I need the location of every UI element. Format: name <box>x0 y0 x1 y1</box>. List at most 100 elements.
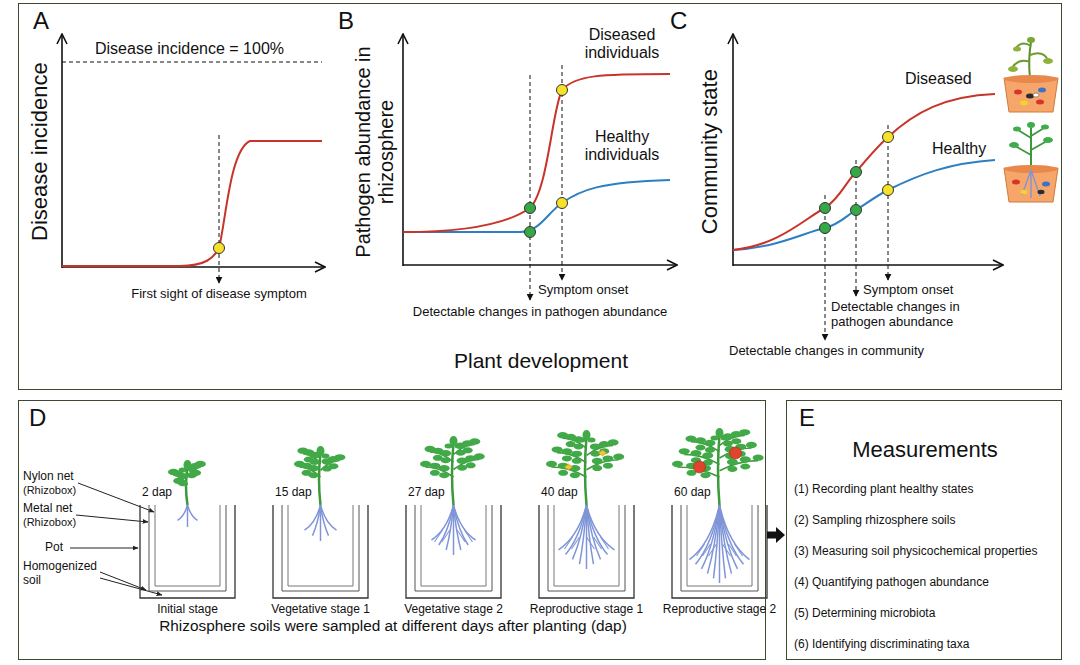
stage-label: Reproductive stage 2 <box>655 603 785 617</box>
fruit <box>730 447 742 459</box>
axis-label: Pathogen abundance in rhizosphere <box>351 45 397 260</box>
leaflet <box>463 447 473 453</box>
root-stroke <box>714 505 720 578</box>
pot-outline <box>406 505 501 598</box>
healthy-pot-icon <box>1004 122 1058 202</box>
root-stroke <box>720 505 744 564</box>
nylon-net <box>421 505 486 586</box>
root-stroke <box>580 505 587 564</box>
list-item: (1) Recording plant healthy states <box>794 483 973 497</box>
leaflet <box>420 461 431 467</box>
leaflet <box>558 470 568 476</box>
root-stroke <box>465 530 473 542</box>
leaflet <box>721 436 729 441</box>
leaflet <box>430 470 440 476</box>
metal-net <box>681 505 758 591</box>
leaflet <box>439 472 449 478</box>
part-label: (Rhizobox) <box>23 516 76 529</box>
stage-label: Vegetative stage 1 <box>256 603 386 617</box>
leaflet <box>429 463 440 469</box>
annotation: Detectable changes in community <box>729 344 924 359</box>
leaflet <box>705 447 715 453</box>
list-item: (4) Quantifying pathogen abundance <box>794 576 989 590</box>
list-item: (2) Sampling rhizosphere soils <box>794 514 955 528</box>
panel-box: DRhizosphere soils were sampled at diffe… <box>18 400 766 660</box>
series-label: Healthy <box>932 140 986 158</box>
leaflet <box>695 445 705 451</box>
root-stroke <box>454 505 476 540</box>
leaflet <box>592 465 602 471</box>
pot-outline <box>273 505 368 598</box>
leaflet <box>466 462 476 468</box>
part-label: Pot <box>45 541 63 555</box>
day-label: 40 dap <box>541 486 578 500</box>
leaflet <box>727 459 738 465</box>
leaflet <box>739 429 750 435</box>
axis-label: Community state <box>697 52 722 252</box>
part-label: Homogenized soil <box>23 560 101 588</box>
root-stroke <box>709 544 717 556</box>
leaflet <box>312 454 320 459</box>
leaflet <box>557 432 568 438</box>
metal-net <box>149 505 226 591</box>
leaflet <box>168 469 179 475</box>
leaflet <box>474 453 485 459</box>
leaflet <box>690 450 701 456</box>
panel-letter: A <box>33 7 49 35</box>
pot-outline <box>140 505 235 598</box>
panel-box: ABCPlant development <box>18 3 1062 390</box>
root-stroke <box>321 505 337 530</box>
leaflet <box>702 452 713 458</box>
stage-label: Initial stage <box>123 603 253 617</box>
block-arrow <box>767 527 785 543</box>
nylon-net <box>288 505 353 586</box>
root-stroke <box>446 505 453 550</box>
axis-label: Disease incidence <box>27 42 52 262</box>
day-label: 15 dap <box>275 486 312 500</box>
leaflet <box>297 447 308 453</box>
list-item: (6) Identifying discriminating taxa <box>794 638 969 652</box>
chart-b <box>403 34 677 300</box>
leaflet <box>457 465 467 471</box>
leaflet <box>570 472 580 478</box>
caption-text: Rhizosphere soils were sampled at differ… <box>23 617 763 635</box>
panel-heading: Measurements <box>795 437 1055 462</box>
day-label: 27 dap <box>408 486 445 500</box>
root-stroke <box>313 505 321 536</box>
root-stroke <box>572 537 580 549</box>
metal-net <box>282 505 359 591</box>
root-stroke <box>720 505 750 560</box>
leaflet <box>740 464 750 470</box>
panel-letter: B <box>338 7 354 35</box>
leaflet <box>179 468 187 473</box>
leaflet <box>334 454 345 460</box>
leaflet <box>562 455 572 461</box>
leaflet <box>727 466 737 472</box>
list-item: (3) Measuring soil physicochemical prope… <box>794 545 1037 559</box>
leaflet <box>552 446 563 452</box>
reference-label: Disease incidence = 100% <box>95 40 284 58</box>
leaflet <box>572 458 582 464</box>
leaf-stalk <box>720 461 759 471</box>
leader-lines <box>70 483 162 595</box>
flower <box>599 450 607 456</box>
annotation: Detectable changes in pathogen abundance <box>831 300 996 330</box>
leaflet <box>433 455 443 461</box>
leaflet <box>602 455 613 461</box>
leaflet <box>546 461 557 467</box>
plants <box>168 428 764 583</box>
root-stroke <box>587 505 615 550</box>
leaflet <box>588 438 596 443</box>
pot-outline <box>672 505 767 598</box>
leaflet <box>173 478 183 484</box>
leaflet <box>424 446 435 452</box>
root-stroke <box>178 505 188 520</box>
leaflet <box>731 438 741 444</box>
metal-net <box>548 505 625 591</box>
root-stroke <box>442 530 450 542</box>
root-stroke <box>188 505 198 520</box>
leaflet <box>566 441 576 447</box>
leaflet <box>322 454 330 459</box>
